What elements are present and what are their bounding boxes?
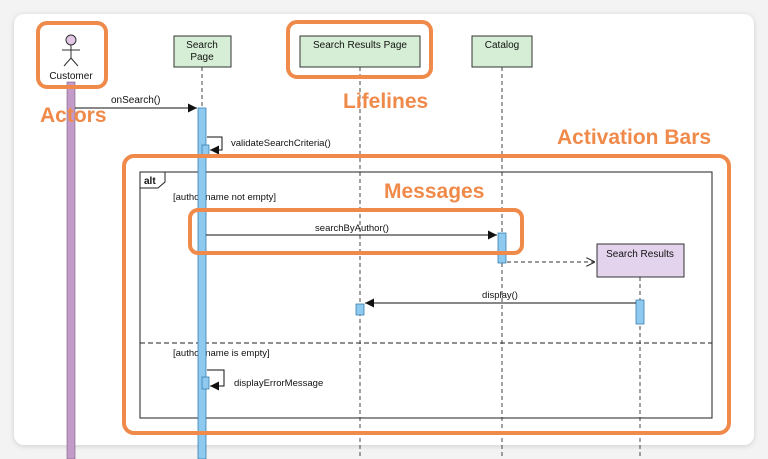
message-display-error: displayErrorMessage [207,369,323,391]
actor-head [65,34,77,46]
actors-highlight-box [36,21,108,89]
actor-label: Customer [49,71,93,82]
display-error-activation-bar [201,376,210,390]
guard-empty: [author name is empty] [173,348,270,359]
activation-bars-highlight-box [122,154,731,435]
display-label: display() [482,290,518,301]
catalog-label: Catalog [485,40,519,51]
customer-actor: Customer [49,34,93,82]
search-page-label-line1: Search [186,40,218,51]
search-page-label-line2: Page [190,52,214,63]
display-error-label: displayErrorMessage [234,378,323,389]
validate-activation-bar [201,144,210,156]
messages-highlight-box [188,208,524,255]
search-results-activation-bar [635,299,645,325]
on-search-label: onSearch() [111,95,160,106]
search-by-author-label: searchByAuthor() [315,223,389,234]
validate-label: validateSearchCriteria() [231,138,331,149]
actor-activation-bar [66,81,76,459]
search-page-lifeline: Search Page [173,35,232,68]
alt-fragment: alt [author name not empty] [author name… [139,171,713,419]
catalog-lifeline: Catalog [471,35,533,68]
search-results-page-activation-bar [355,303,365,316]
search-results-label: Search Results [606,249,674,260]
message-display: display() [365,290,636,308]
search-results-page-label: Search Results Page [313,40,407,51]
message-validate: validateSearchCriteria() [207,136,331,155]
diagram-card [14,14,754,445]
lifelines-highlight-box [286,20,433,79]
activation-bars-annotation: Activation Bars [557,126,711,149]
search-page-activation-bar [197,107,207,459]
guard-not-empty: [author name not empty] [173,192,276,203]
catalog-activation-bar [497,232,507,264]
alt-operator-tab [139,171,166,189]
search-results-page-lifeline: Search Results Page [299,35,421,68]
messages-annotation: Messages [384,180,484,203]
message-on-search: onSearch() [75,95,197,113]
alt-operator-label: alt [144,176,156,187]
message-search-by-author: searchByAuthor() [206,223,497,240]
search-results-lifeline: Search Results [596,243,685,278]
lifelines-annotation: Lifelines [343,90,428,113]
actors-annotation: Actors [40,104,107,127]
alt-fragment-frame [139,171,713,419]
